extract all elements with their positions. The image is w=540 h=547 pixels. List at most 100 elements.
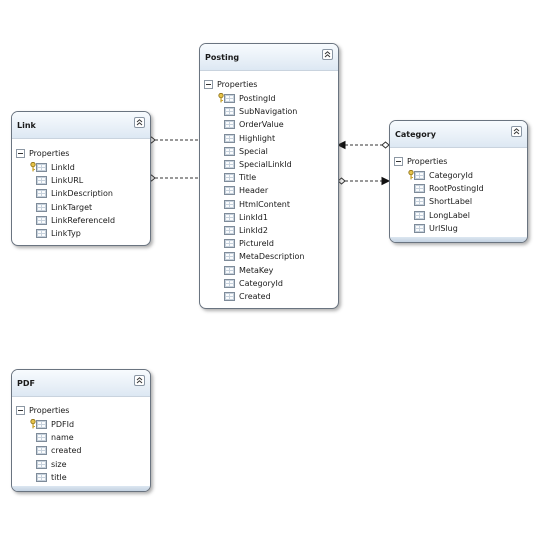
property-label: PDFId [51, 420, 75, 429]
property-label: LinkId1 [239, 212, 268, 222]
property-row[interactable]: LinkTyp [36, 227, 81, 240]
property-grid-icon [36, 472, 47, 482]
property-row[interactable]: HtmlContent [224, 198, 290, 211]
property-row[interactable]: CategoryId [408, 169, 473, 182]
property-grid-icon [36, 176, 47, 186]
property-row[interactable]: LinkId1 [224, 211, 268, 224]
property-grid-icon [36, 189, 47, 199]
property-label: LongLabel [429, 210, 470, 220]
property-label: title [51, 472, 67, 482]
property-row[interactable]: created [36, 444, 81, 457]
properties-section-header[interactable]: Properties [204, 78, 257, 90]
property-row[interactable]: Header [224, 184, 268, 197]
property-label: PostingId [239, 94, 276, 103]
entity-title: PDF [17, 379, 35, 388]
property-grid-icon [224, 212, 235, 222]
property-label: created [51, 446, 82, 456]
property-row[interactable]: LinkId [30, 161, 75, 174]
property-label: PictureId [239, 239, 274, 249]
key-icon [408, 170, 414, 180]
property-grid-icon [224, 252, 235, 262]
property-row[interactable]: MetaDescription [224, 250, 304, 263]
property-label: LinkTyp [51, 229, 81, 238]
property-label: CategoryId [239, 278, 283, 288]
minus-box-icon[interactable] [394, 156, 403, 166]
property-row[interactable]: SpecialLinkId [224, 158, 292, 171]
property-grid-icon [36, 446, 47, 456]
section-label: Properties [29, 148, 70, 158]
arrow-end-posting [336, 140, 346, 150]
property-grid-icon [36, 202, 47, 212]
property-grid-icon [414, 184, 425, 194]
double-chevron-up-icon[interactable] [322, 49, 333, 60]
property-row[interactable]: OrderValue [224, 118, 284, 131]
properties-section-header[interactable]: Properties [16, 404, 69, 416]
property-grid-icon [36, 215, 47, 225]
property-row[interactable]: CategoryId [224, 277, 283, 290]
entity-header: Posting [200, 44, 338, 71]
entity-header: PDF [12, 370, 150, 397]
property-grid-icon [36, 229, 47, 238]
property-row[interactable]: PictureId [224, 237, 274, 250]
properties-section-header[interactable]: Properties [394, 155, 447, 167]
property-label: LinkReferenceId [51, 215, 116, 225]
double-chevron-up-icon[interactable] [134, 375, 145, 386]
property-label: RootPostingId [429, 184, 484, 194]
property-row[interactable]: LinkTarget [36, 201, 92, 214]
property-label: name [51, 433, 74, 443]
property-label: CategoryId [429, 171, 473, 180]
property-label: SpecialLinkId [239, 160, 292, 169]
property-grid-icon [224, 146, 235, 156]
property-row[interactable]: Created [224, 290, 271, 303]
property-row[interactable]: PDFId [30, 418, 75, 431]
property-grid-icon [36, 459, 47, 469]
property-row[interactable]: UrlSlug [414, 222, 458, 235]
property-row[interactable]: title [36, 471, 67, 484]
property-grid-icon [224, 186, 235, 196]
property-label: LinkDescription [51, 189, 113, 199]
properties-section-header[interactable]: Properties [16, 147, 69, 159]
property-row[interactable]: MetaKey [224, 264, 273, 277]
property-grid-icon [30, 162, 47, 172]
property-grid-icon [224, 199, 235, 209]
property-row[interactable]: name [36, 431, 74, 444]
property-row[interactable]: Highlight [224, 132, 275, 145]
double-chevron-up-icon[interactable] [134, 117, 145, 128]
diamond-end-posting-2 [337, 177, 346, 185]
property-grid-icon [414, 223, 425, 233]
minus-box-icon[interactable] [16, 405, 25, 415]
property-grid-icon [218, 93, 235, 103]
minus-box-icon[interactable] [204, 79, 213, 89]
property-label: LinkId2 [239, 226, 268, 235]
minus-box-icon[interactable] [16, 148, 25, 158]
entity-header: Category [390, 121, 527, 148]
property-grid-icon [224, 133, 235, 143]
property-label: Highlight [239, 133, 276, 143]
property-row[interactable]: LongLabel [414, 209, 470, 222]
property-grid-icon [224, 160, 235, 169]
property-row[interactable]: Special [224, 145, 268, 158]
property-grid-icon [36, 433, 47, 443]
double-chevron-up-icon[interactable] [511, 126, 522, 137]
property-row[interactable]: PostingId [218, 92, 276, 105]
property-label: LinkTarget [51, 202, 93, 212]
property-row[interactable]: LinkId2 [224, 224, 268, 237]
property-label: MetaDescription [239, 252, 305, 262]
property-row[interactable]: SubNavigation [224, 105, 297, 118]
property-grid-icon [224, 226, 235, 235]
property-row[interactable]: LinkDescription [36, 187, 113, 200]
property-row[interactable]: RootPostingId [414, 182, 484, 195]
property-row[interactable]: size [36, 458, 67, 471]
section-label: Properties [29, 405, 70, 415]
entity-footer [12, 486, 150, 491]
entity-title: Category [395, 130, 436, 139]
property-row[interactable]: LinkURL [36, 174, 83, 187]
property-row[interactable]: Title [224, 171, 256, 184]
property-grid-icon [224, 107, 235, 117]
property-row[interactable]: LinkReferenceId [36, 214, 115, 227]
property-row[interactable]: ShortLabel [414, 195, 472, 208]
